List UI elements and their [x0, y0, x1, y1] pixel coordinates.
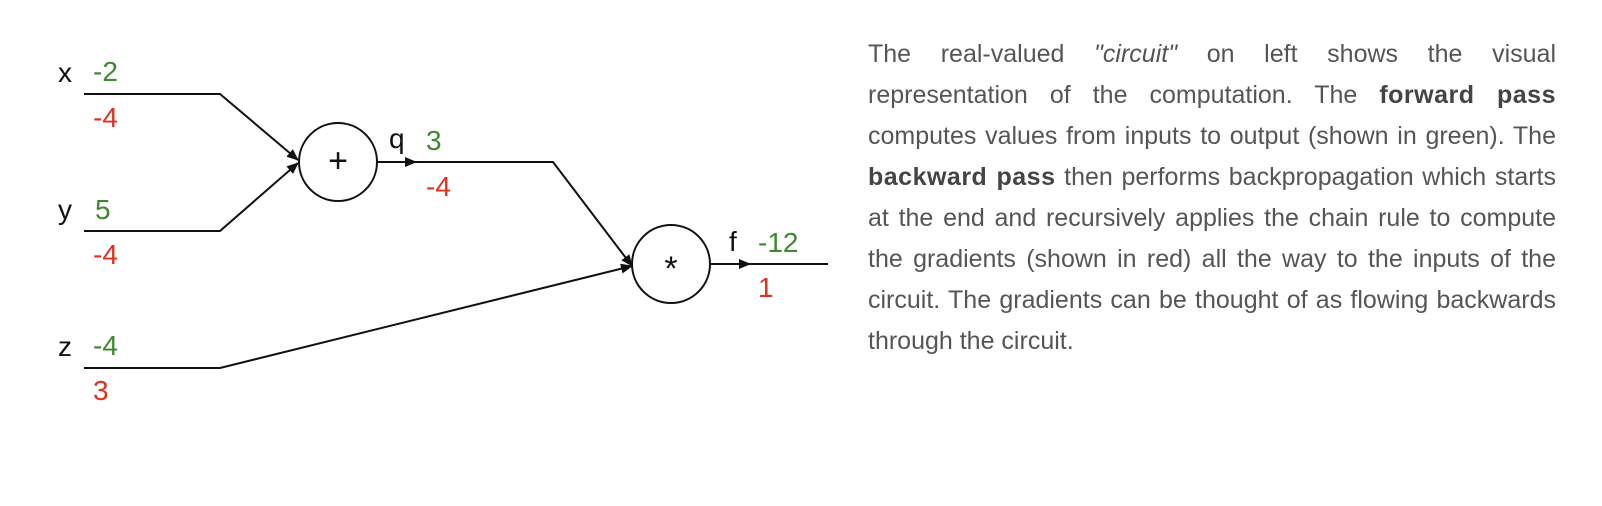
input-x-value: -2	[93, 56, 118, 87]
input-z-label: z	[58, 331, 72, 362]
output-f-gradient: 1	[758, 272, 774, 303]
add-gate	[298, 122, 378, 202]
wire-y-to-add	[84, 162, 299, 232]
input-y-gradient: -4	[93, 239, 118, 270]
intermediate-q-value: 3	[426, 125, 442, 156]
output-f-value: -12	[758, 227, 798, 258]
add-gate-symbol: +	[328, 142, 348, 180]
description-text: computes values from inputs to output (s…	[868, 122, 1556, 150]
wire-q-to-mul	[416, 161, 633, 267]
intermediate-q-gradient: -4	[426, 171, 451, 202]
input-z-value: -4	[93, 330, 118, 361]
description-text: then performs backpropagation which star…	[868, 163, 1556, 355]
mul-gate	[631, 224, 711, 304]
input-z-gradient: 3	[93, 375, 109, 406]
description-paragraph: The real-valued "circuit" on left shows …	[868, 34, 1556, 362]
output-f-label: f	[729, 226, 737, 257]
input-y-label: y	[58, 194, 72, 225]
forward-pass-term: forward pass	[1379, 81, 1556, 109]
description-circuit-term: "circuit"	[1094, 40, 1178, 68]
wire-x-to-add	[84, 93, 299, 161]
intermediate-q-label: q	[389, 123, 405, 154]
description-text: The real-valued	[868, 40, 1095, 68]
input-x-label: x	[58, 57, 72, 88]
circuit-diagram: + * x -2 -4 y 5 -4 z -4 3 q 3 -4 f -12 1	[58, 56, 828, 406]
input-x-gradient: -4	[93, 102, 118, 133]
input-y-value: 5	[95, 194, 111, 225]
mul-gate-symbol: *	[664, 250, 677, 288]
wire-z-to-mul	[84, 263, 633, 369]
backward-pass-term: backward pass	[868, 163, 1056, 191]
description-text: on left shows the visual representation …	[868, 40, 1556, 109]
